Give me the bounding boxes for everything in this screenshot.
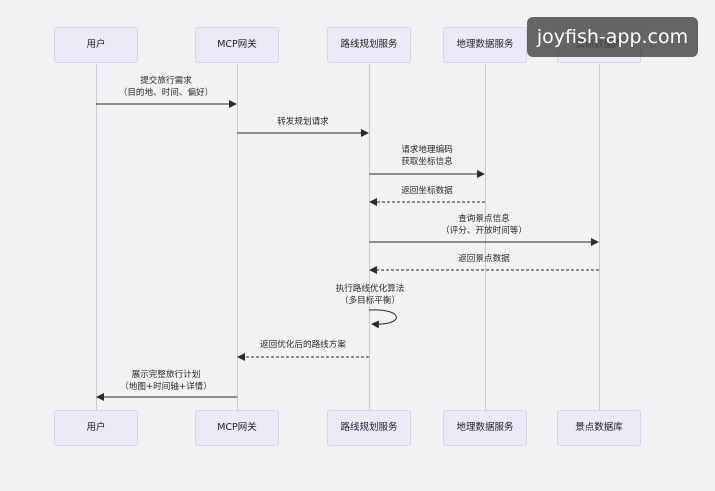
message-line: 转发规划请求 [277,117,329,127]
watermark-badge: joyfish-app.com [527,17,698,57]
message-line: 展示完整旅行计划 [131,370,201,380]
message-line: 返回优化后的路线方案 [260,340,346,350]
actor-geo-service-bottom: 地理数据服务 [443,410,527,446]
message-line: （多目标平衡） [339,296,401,306]
actor-gateway-top: MCP网关 [195,27,279,63]
lifeline-user [96,64,97,410]
lifeline-poi-db [599,64,600,410]
message-line: （评分、开放时间等） [441,226,527,236]
message-submit-request: 提交旅行需求 （目的地、时间、偏好） [119,75,214,99]
actor-route-service-top: 路线规划服务 [327,27,411,63]
actor-gateway-bottom: MCP网关 [195,410,279,446]
message-forward-request: 转发规划请求 [277,116,329,128]
message-return-coords: 返回坐标数据 [401,185,453,197]
message-line: 执行路线优化算法 [335,284,405,294]
actor-poi-db-bottom: 景点数据库 [557,410,641,446]
message-geocode-request: 请求地理编码 获取坐标信息 [401,144,453,168]
lifeline-geo-service [485,64,486,410]
actor-user-bottom: 用户 [54,410,138,446]
message-self-optimize: 执行路线优化算法 （多目标平衡） [336,283,405,307]
actor-user-top: 用户 [54,27,138,63]
lifeline-route-service [369,64,370,410]
message-return-poi: 返回景点数据 [458,253,510,265]
message-line: （地图+时间轴+详情） [120,382,212,392]
message-line: 查询景点信息 [458,214,510,224]
message-query-poi: 查询景点信息 （评分、开放时间等） [441,213,527,237]
message-line: 提交旅行需求 [140,76,192,86]
message-line: 请求地理编码 [401,145,453,155]
message-line: 获取坐标信息 [401,157,453,167]
message-line: 返回坐标数据 [401,186,453,196]
message-return-route: 返回优化后的路线方案 [260,339,346,351]
actor-geo-service-top: 地理数据服务 [443,27,527,63]
lifeline-gateway [237,64,238,410]
actor-route-service-bottom: 路线规划服务 [327,410,411,446]
message-show-plan: 展示完整旅行计划 （地图+时间轴+详情） [120,369,212,393]
message-line: 返回景点数据 [458,254,510,264]
arrow-self-optimize [368,309,397,329]
message-line: （目的地、时间、偏好） [118,88,214,98]
